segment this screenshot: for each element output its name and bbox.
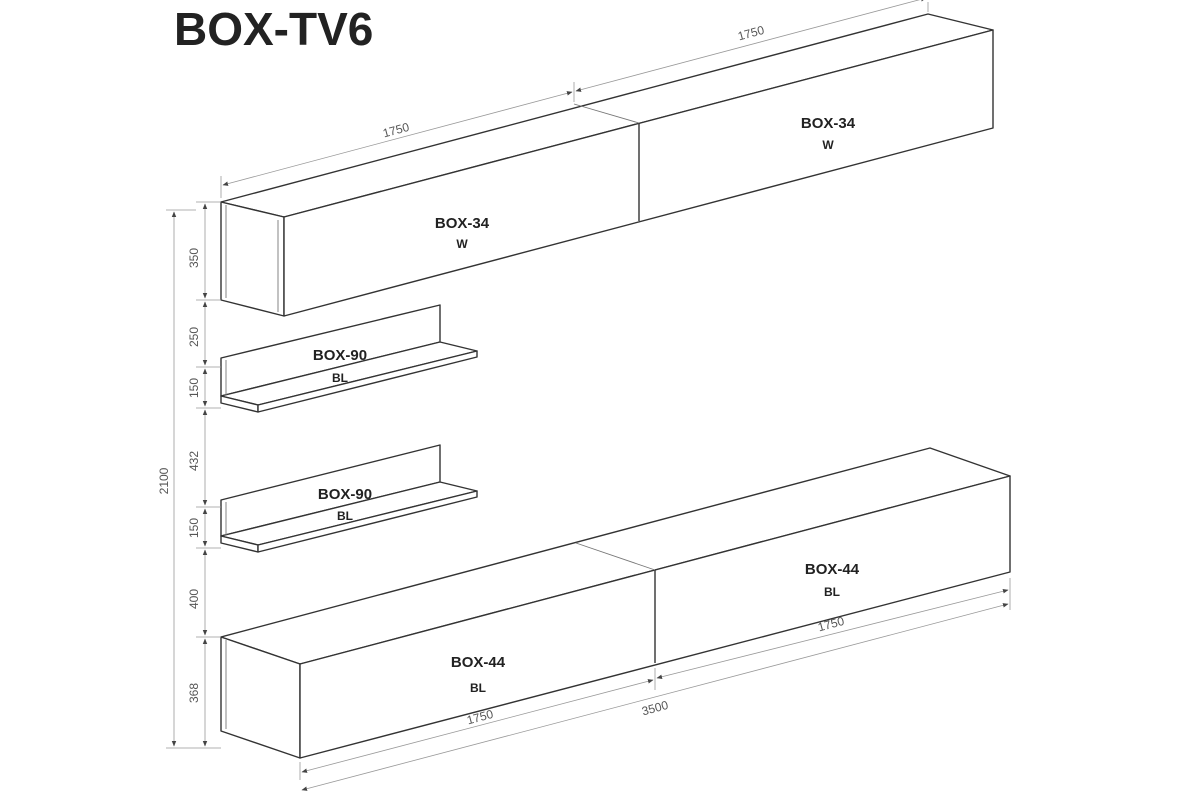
dim-low-right-width: 1750 [816, 614, 846, 635]
shelf-2 [220, 444, 478, 553]
dim-top-left-width: 1750 [381, 120, 411, 141]
dim-top-right-width: 1750 [736, 23, 766, 44]
unit-code-top-right: W [822, 138, 834, 152]
dim-h-gap-3: 400 [187, 589, 201, 609]
dim-total-width: 3500 [640, 698, 670, 719]
unit-label-low-left: BOX-44 [451, 654, 506, 671]
dim-h-shelf-2: 150 [187, 518, 201, 538]
unit-code-shelf-2: BL [337, 509, 353, 523]
vertical-dimensions [166, 201, 221, 749]
shelf-1 [220, 304, 478, 413]
dim-h-top-unit: 350 [187, 248, 201, 268]
dim-h-low-unit: 368 [187, 683, 201, 703]
top-wall-units [220, 13, 994, 317]
dim-low-left-width: 1750 [465, 707, 495, 728]
dim-h-shelf-1: 150 [187, 378, 201, 398]
unit-code-low-right: BL [824, 585, 840, 599]
unit-label-top-left: BOX-34 [435, 215, 490, 232]
bottom-width-dimensions [299, 578, 1011, 791]
dim-h-gap-2: 432 [187, 451, 201, 471]
unit-label-shelf-2: BOX-90 [318, 486, 372, 503]
unit-label-top-right: BOX-34 [801, 115, 856, 132]
dim-h-gap-1: 250 [187, 327, 201, 347]
dim-total-height: 2100 [157, 467, 171, 494]
unit-code-low-left: BL [470, 681, 486, 695]
unit-code-shelf-1: BL [332, 371, 348, 385]
unit-code-top-left: W [456, 237, 468, 251]
top-width-dimensions [220, 0, 929, 198]
unit-label-low-right: BOX-44 [805, 561, 860, 578]
page-title: BOX-TV6 [174, 3, 373, 55]
unit-label-shelf-1: BOX-90 [313, 347, 367, 364]
